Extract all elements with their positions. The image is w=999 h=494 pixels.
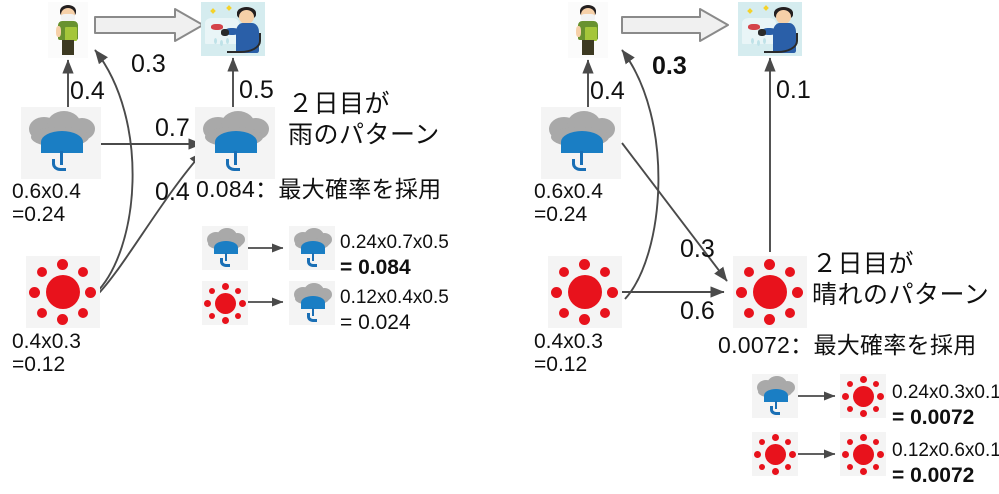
right-legend-row1-to-sun-icon — [840, 374, 886, 418]
right-legend-row1-from-rain-icon — [752, 374, 798, 418]
right-rain-start-prob-line1: 0.6x0.4 — [534, 180, 603, 203]
left-masked-person-icon — [48, 2, 88, 58]
left-rain-start-prob-line2: =0.24 — [12, 203, 66, 226]
right-legend-row2-to-sun-icon — [840, 432, 886, 476]
right-sun-start-prob-line1: 0.4x0.3 — [534, 330, 603, 353]
left-legend-row1-to-rain-icon — [289, 226, 335, 270]
edge-left-sun-to-rain-curve — [92, 151, 204, 300]
left-weight-sun-to-person: 0.3 — [131, 50, 166, 78]
right-weight-rain-to-person: 0.4 — [590, 77, 625, 105]
left-weight-sun-to-rain: 0.4 — [155, 178, 190, 206]
left-result-text: 0.084：最大確率を採用 — [196, 176, 442, 202]
right-legend-row2-from-sun-icon — [752, 432, 798, 476]
left-rain-day1-icon — [21, 107, 101, 179]
left-weight-rain-to-washing: 0.5 — [239, 76, 274, 104]
right-sun-start-prob-line2: =0.12 — [534, 353, 588, 376]
block-arrow-right — [621, 8, 729, 42]
right-legend-row1-expression: 0.24x0.3x0.1 — [892, 382, 999, 403]
left-rain-day2-icon — [195, 107, 275, 179]
left-sun-start-prob-line1: 0.4x0.3 — [12, 330, 81, 353]
right-legend-row2-result: = 0.0072 — [892, 464, 975, 487]
left-washing-person-icon — [201, 2, 265, 56]
left-legend-row2-expression: 0.12x0.4x0.5 — [340, 287, 449, 308]
right-rain-day1-icon — [541, 107, 621, 179]
right-rain-start-prob-line2: =0.24 — [534, 203, 588, 226]
left-legend-row1-result: = 0.084 — [340, 256, 411, 279]
right-sun-day2-icon — [733, 256, 807, 328]
right-weight-sun-to-washing: 0.1 — [776, 76, 811, 104]
right-weight-rain-to-sun: 0.3 — [680, 235, 715, 263]
left-legend-row2-from-sun-icon — [202, 281, 248, 325]
right-legend-row2-expression: 0.12x0.6x0.1 — [892, 440, 999, 461]
right-weight-sun-to-sun: 0.6 — [680, 297, 715, 325]
right-caption-line1: ２日目が — [812, 250, 915, 278]
right-masked-person-icon — [568, 2, 608, 58]
right-sun-day1-icon — [548, 256, 622, 328]
right-result-text: 0.0072：最大確率を採用 — [718, 332, 977, 358]
left-legend-row1-expression: 0.24x0.7x0.5 — [340, 232, 449, 253]
right-caption-line2: 晴れのパターン — [812, 281, 990, 309]
left-rain-start-prob-line1: 0.6x0.4 — [12, 180, 81, 203]
left-weight-rain-to-person: 0.4 — [70, 77, 105, 105]
left-legend-row1-from-rain-icon — [202, 226, 248, 270]
left-caption-line2: 雨のパターン — [288, 121, 440, 149]
left-legend-row2-to-rain-icon — [289, 281, 335, 325]
left-legend-row2-result: = 0.024 — [340, 311, 411, 334]
right-washing-person-icon — [738, 2, 802, 56]
block-arrow-left — [94, 8, 204, 42]
left-sun-start-prob-line2: =0.12 — [12, 353, 66, 376]
right-weight-sun-to-person: 0.3 — [652, 52, 687, 80]
left-weight-rain-to-rain: 0.7 — [155, 114, 190, 142]
left-sun-day1-icon — [26, 256, 100, 328]
right-legend-row1-result: = 0.0072 — [892, 406, 975, 429]
left-caption-line1: ２日目が — [288, 90, 391, 118]
edge-right-sun-to-person-curve — [621, 49, 660, 300]
